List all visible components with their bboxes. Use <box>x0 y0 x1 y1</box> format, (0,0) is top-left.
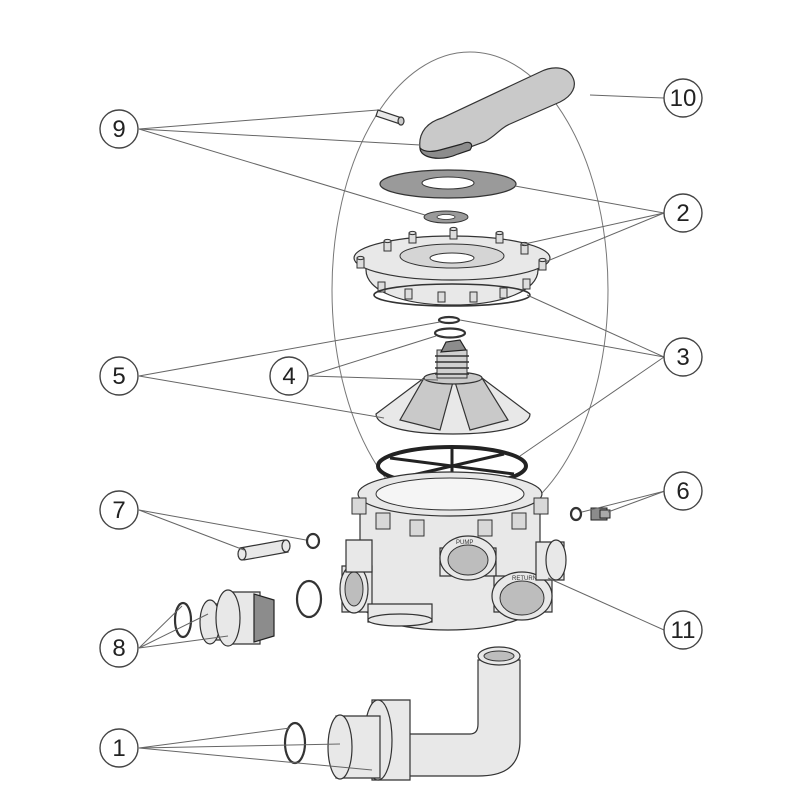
union-fitting <box>173 579 323 647</box>
sight-glass-assembly <box>237 532 321 561</box>
callout-11-label: 11 <box>671 617 696 644</box>
elbow-pipe-assembly <box>283 646 521 781</box>
callout-2-label: 2 <box>676 200 689 227</box>
pump-port-label: PUMP <box>456 540 473 546</box>
callout-4-label: 4 <box>282 363 295 390</box>
callout-11: 11 <box>663 610 703 650</box>
valve-body: PUMP RETURN <box>339 471 567 631</box>
callout-1: 1 <box>99 728 139 768</box>
valve-rotor <box>375 339 531 435</box>
callout-6-label: 6 <box>676 478 689 505</box>
callout-5-label: 5 <box>112 363 125 390</box>
valve-handle <box>419 67 575 159</box>
callout-9-label: 9 <box>112 116 125 143</box>
callout-2: 2 <box>663 193 703 233</box>
callout-10: 10 <box>663 78 703 118</box>
return-port-label: RETURN <box>512 576 537 582</box>
callout-3-label: 3 <box>676 344 689 371</box>
leader-lines <box>138 94 666 771</box>
stem-o-ring-bottom <box>433 327 467 339</box>
callout-10-label: 10 <box>670 85 697 112</box>
callout-7-label: 7 <box>112 497 125 524</box>
callout-7: 7 <box>99 490 139 530</box>
callout-4: 4 <box>269 356 309 396</box>
callout-8-label: 8 <box>112 635 125 662</box>
drain-plug-assembly <box>569 506 611 522</box>
cover-gasket <box>379 169 517 199</box>
callout-6: 6 <box>663 471 703 511</box>
handle-pin <box>375 109 405 126</box>
callout-5: 5 <box>99 356 139 396</box>
valve-cover <box>353 226 551 307</box>
stem-o-ring-top <box>437 315 461 325</box>
callout-9: 9 <box>99 109 139 149</box>
callout-3: 3 <box>663 337 703 377</box>
small-washer <box>423 210 469 224</box>
callout-8: 8 <box>99 628 139 668</box>
callout-1-label: 1 <box>112 735 125 762</box>
